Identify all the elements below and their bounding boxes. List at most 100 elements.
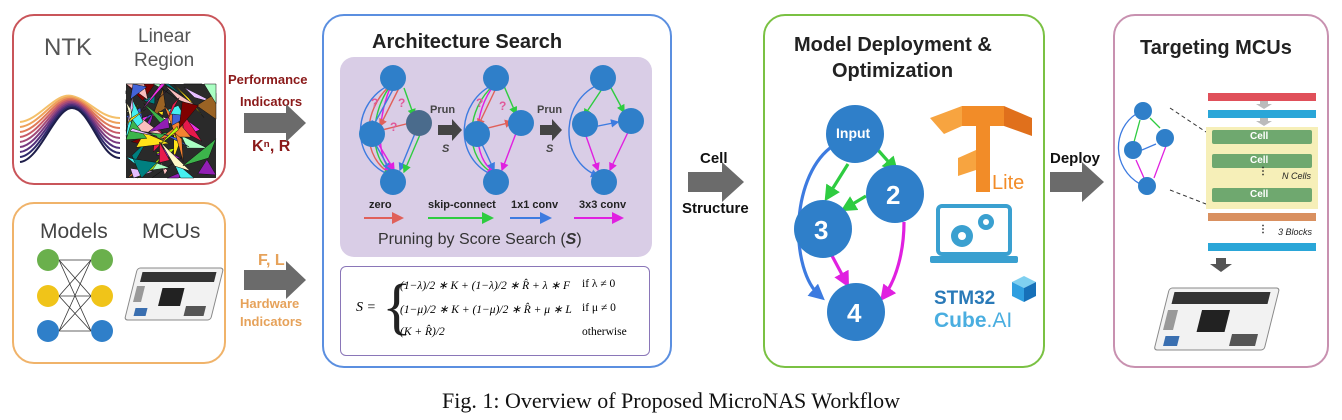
ntk-curve bbox=[19, 101, 121, 143]
kn-r-label: Kⁿ, R bbox=[252, 138, 291, 155]
f-l-label: F, L bbox=[258, 252, 285, 269]
formula-lhs: S = bbox=[356, 300, 376, 315]
q-mark-4: ? bbox=[476, 96, 483, 110]
net-node-green-right bbox=[91, 249, 113, 271]
mosaic-region bbox=[158, 125, 179, 146]
target-node-left bbox=[1124, 141, 1142, 159]
net-node-yellow-right bbox=[91, 285, 113, 307]
formula-brace: { bbox=[382, 273, 412, 341]
mosaic-region bbox=[180, 134, 208, 149]
tflite-lite-label: Lite bbox=[992, 172, 1025, 194]
legend-zero: zero bbox=[369, 199, 392, 211]
bottom-blue-layer bbox=[1208, 243, 1316, 251]
legend-1x1-conv: 1x1 conv bbox=[511, 199, 559, 211]
mosaic-region bbox=[148, 116, 170, 133]
hardware-label: Hardware bbox=[240, 296, 300, 311]
hw-arrow-icon bbox=[244, 261, 306, 299]
formula-row-2-cond: if μ ≠ 0 bbox=[582, 302, 616, 314]
net-edge bbox=[58, 295, 92, 332]
legend-skip-connect: skip-connect bbox=[428, 199, 496, 211]
cube-ai-label: Cube.AI bbox=[934, 309, 1012, 333]
node-2-label: 2 bbox=[886, 180, 901, 210]
mosaic-region bbox=[125, 109, 146, 125]
top-red-layer bbox=[1208, 93, 1316, 101]
deployment-title-1: Model Deployment & bbox=[794, 34, 992, 56]
mosaic-region bbox=[163, 83, 184, 97]
n-blocks-label: 3 Blocks bbox=[1278, 227, 1313, 237]
formula-row-3: (K + R̂)/2 bbox=[400, 326, 445, 338]
cube-label: Cube bbox=[934, 309, 987, 332]
ntk-curve bbox=[19, 105, 121, 158]
q-mark-5: ? bbox=[499, 99, 506, 113]
figure-caption: Fig. 1: Overview of Proposed MicroNAS Wo… bbox=[442, 388, 900, 413]
mosaic-region bbox=[159, 87, 188, 107]
target-node-right bbox=[1156, 129, 1174, 147]
mosaic-region bbox=[130, 83, 148, 100]
dots-1: ⋮ bbox=[1258, 166, 1268, 177]
cell-label-3: Cell bbox=[1250, 189, 1269, 200]
pruning-caption: Pruning by Score Search (S) bbox=[378, 231, 582, 249]
n-cells-label: N Cells bbox=[1282, 171, 1312, 181]
legend-3x3-conv: 3x3 conv bbox=[579, 199, 627, 211]
score-formula-box bbox=[340, 266, 650, 356]
graph3-node-left bbox=[572, 111, 598, 137]
linear-region-label-2: Region bbox=[134, 50, 195, 71]
node-4-label: 4 bbox=[847, 298, 862, 328]
ntk-curve bbox=[19, 94, 121, 123]
graph3-node-top bbox=[590, 65, 616, 91]
net-node-green-left bbox=[37, 249, 59, 271]
graph1-node-right bbox=[406, 110, 432, 136]
formula-row-1-cond: if λ ≠ 0 bbox=[582, 278, 616, 290]
pruning-caption-end: ) bbox=[576, 231, 582, 248]
formula-row-2: (1−μ)/2 ∗ K + (1−μ)/2 ∗ R̂ + μ ∗ L bbox=[400, 304, 572, 316]
mosaic-region bbox=[197, 159, 217, 176]
prun-label-2: Prun bbox=[537, 104, 563, 116]
models-mcus-panel bbox=[12, 202, 226, 364]
graph-3 bbox=[568, 83, 631, 178]
cell-block-1 bbox=[1212, 130, 1312, 144]
graph3-node-right bbox=[618, 108, 644, 134]
ntk-curve bbox=[19, 102, 121, 148]
deploy-label: Deploy bbox=[1050, 150, 1101, 167]
cell-label: Cell bbox=[700, 150, 728, 167]
bottom-orange-layer bbox=[1208, 213, 1316, 221]
perf-arrow-icon bbox=[244, 104, 306, 142]
cell-block-2 bbox=[1212, 154, 1312, 168]
stm32-cube-icon bbox=[1012, 276, 1036, 302]
q-mark-2: ? bbox=[398, 96, 405, 110]
targeting-mcus-title: Targeting MCUs bbox=[1140, 37, 1292, 59]
ntk-curve bbox=[19, 106, 121, 163]
mosaic-region bbox=[159, 141, 170, 164]
ntk-curve bbox=[19, 97, 121, 133]
target-node-top bbox=[1134, 102, 1152, 120]
down-arrow-icon bbox=[1210, 258, 1232, 272]
graph1-node-left bbox=[359, 121, 385, 147]
cell-arrow-icon bbox=[688, 162, 744, 202]
graph2-node-left bbox=[464, 121, 490, 147]
mcus-label: MCUs bbox=[142, 220, 201, 243]
s-label-2: S bbox=[546, 143, 554, 155]
graph1-node-bottom bbox=[380, 169, 406, 195]
mosaic-region bbox=[157, 111, 164, 116]
net-node-blue-right bbox=[91, 320, 113, 342]
structure-label: Structure bbox=[682, 200, 749, 217]
deploy-node-3 bbox=[794, 200, 852, 258]
mosaic-region bbox=[129, 128, 158, 137]
net-edge bbox=[58, 259, 92, 297]
mosaic-region bbox=[203, 83, 217, 105]
q-mark-1: ? bbox=[371, 96, 378, 110]
pruning-caption-s: S bbox=[565, 231, 577, 248]
hardware-indicators-label: Indicators bbox=[240, 314, 303, 329]
graph1-node-top bbox=[380, 65, 406, 91]
q-mark-3: ? bbox=[390, 120, 397, 134]
top-blue-layer bbox=[1208, 110, 1316, 118]
deploy-node-2 bbox=[866, 165, 924, 223]
deploy-arrow-icon bbox=[1050, 162, 1104, 202]
node-input-label: Input bbox=[836, 125, 871, 141]
target-node-bottom bbox=[1138, 177, 1156, 195]
net-node-yellow-left bbox=[37, 285, 59, 307]
